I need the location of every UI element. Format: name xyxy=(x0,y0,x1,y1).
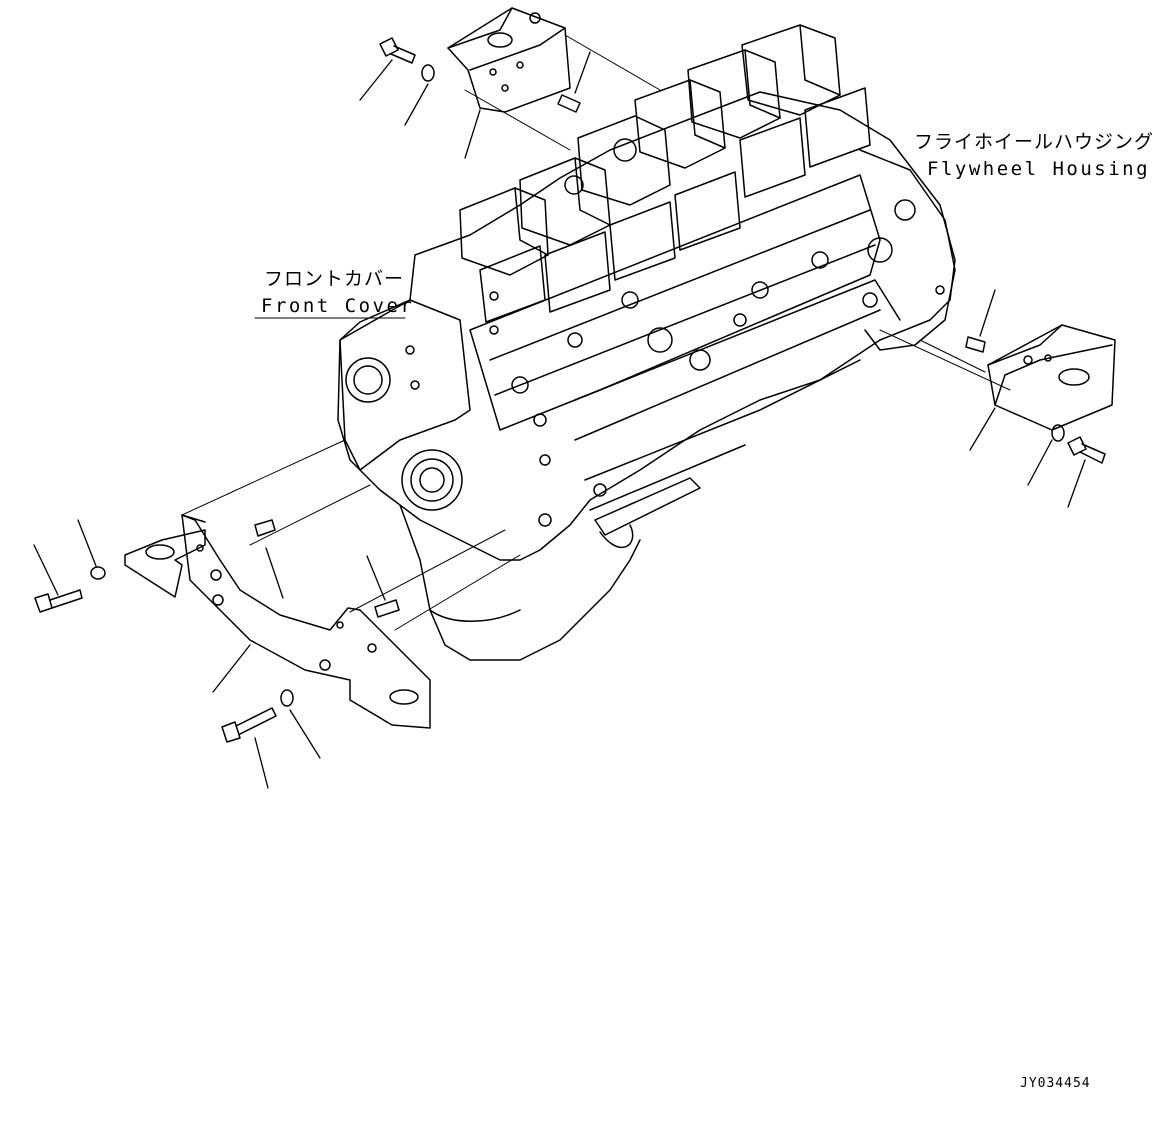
front-lower-dowel-pin xyxy=(375,600,399,617)
top-dowel-pin xyxy=(558,95,580,112)
top-bolt xyxy=(380,38,415,63)
front-lower-bolt xyxy=(222,708,276,742)
front-left-bolt xyxy=(35,590,82,612)
front-lower-washer xyxy=(281,690,293,706)
right-bolt xyxy=(1068,437,1105,463)
front-cover-jp-label: フロントカバー xyxy=(264,268,405,290)
flywheel-housing-jp-label: フライホイールハウジング xyxy=(914,131,1155,153)
head-blocks xyxy=(480,88,870,322)
leader-lines xyxy=(34,52,1085,788)
block-details xyxy=(406,252,828,526)
top-washer xyxy=(422,65,434,81)
rocker-covers xyxy=(460,25,840,275)
front-upper-dowel-pin xyxy=(255,520,275,536)
right-washer xyxy=(1052,425,1064,441)
engine-block xyxy=(338,25,955,660)
front-cover-en-label: Front Cover xyxy=(261,295,415,317)
right-dowel-pin xyxy=(966,337,985,352)
assembly-lines xyxy=(182,35,1010,630)
front-bracket xyxy=(125,515,430,728)
right-bracket xyxy=(988,325,1115,430)
front-left-washer xyxy=(91,567,105,579)
top-bracket xyxy=(448,8,570,112)
flywheel-housing-en-label: Flywheel Housing xyxy=(927,158,1151,180)
drawing-code: JY034454 xyxy=(1020,1076,1091,1091)
